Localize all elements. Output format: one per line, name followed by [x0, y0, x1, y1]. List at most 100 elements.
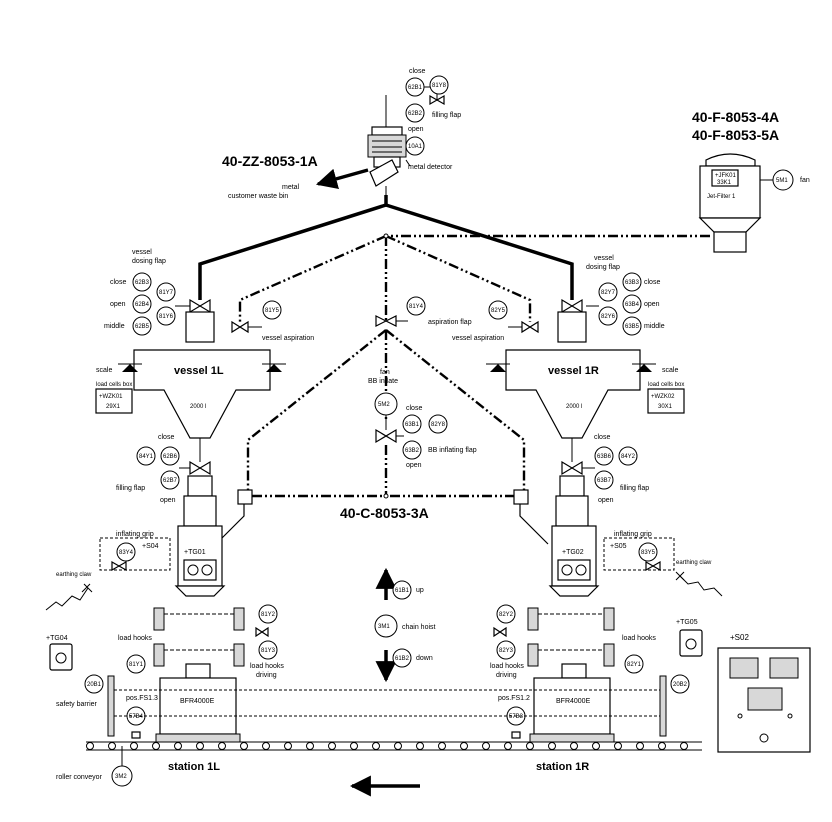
tag-29x1: 29X1 [106, 404, 121, 410]
label-load-hooks-left: load hooks [118, 635, 152, 642]
tag-33k1: 33K1 [717, 180, 732, 186]
roller [328, 742, 336, 750]
tag-63b3: 63B3 [625, 280, 640, 286]
tag-57b3: 57B3 [509, 714, 524, 720]
label-vessel-1r: vessel 1R [548, 365, 599, 377]
label-aspiration-left: vessel aspiration [262, 335, 314, 342]
tag-62b6: 62B6 [163, 454, 178, 460]
title-filter-a: 40-F-8053-4A [692, 109, 779, 125]
tag-jfk01: +JFK01 [715, 173, 737, 179]
roller [152, 742, 160, 750]
label-open-top: open [408, 126, 424, 133]
label-driving-right-2: driving [496, 672, 517, 679]
tag-81y3: 81Y3 [261, 648, 276, 654]
label-volume-left: 2000 l [190, 404, 206, 410]
roller [438, 742, 446, 750]
label-vessel-left: vessel [132, 249, 152, 256]
left-scale-right-icon [266, 364, 282, 372]
roller [86, 742, 94, 750]
label-bb-inflate: BB inflate [368, 378, 398, 385]
roller [570, 742, 578, 750]
top-filling-flap: close 62B1 81Y8 62B2 filling flap open [385, 68, 461, 133]
tag-83y5: 83Y5 [641, 550, 656, 556]
tag-62b2: 62B2 [408, 111, 423, 117]
tag-61b2: 61B2 [395, 656, 410, 662]
roller [306, 742, 314, 750]
label-vessel-right: vessel [594, 255, 614, 262]
main-product-lines [198, 195, 574, 300]
tag-82y8: 82Y8 [431, 422, 446, 428]
tag-20b2: 20B2 [673, 682, 688, 688]
roller [614, 742, 622, 750]
label-driving-right-1: load hooks [490, 663, 524, 670]
tag-wzk01: +WZK01 [99, 394, 123, 400]
roller [218, 742, 226, 750]
label-earthing-right: earthing claw [676, 560, 712, 566]
title-filter-b: 40-F-8053-5A [692, 127, 779, 143]
label-fill-close-right: close [594, 434, 610, 441]
title-detector: 40-ZZ-8053-1A [222, 153, 318, 169]
tag-tg02: +TG02 [562, 549, 584, 556]
right-fill-valve-icon [561, 460, 583, 476]
label-pos-left: pos.FS1.3 [126, 695, 158, 702]
label-close-left: close [110, 279, 126, 286]
tag-s02: +S02 [730, 633, 749, 642]
tag-62b4: 62B4 [135, 302, 150, 308]
roller [636, 742, 644, 750]
rollers [86, 742, 688, 750]
label-fill-open-left: open [160, 497, 176, 504]
tag-84y2: 84Y2 [621, 454, 636, 460]
tag-83y4: 83Y4 [119, 550, 134, 556]
tag-5m1: 5M1 [776, 178, 788, 184]
label-aspiration-flap: aspiration flap [428, 319, 472, 326]
tag-81y5: 81Y5 [265, 308, 280, 314]
roller [262, 742, 270, 750]
roller [504, 742, 512, 750]
tag-63b5: 63B5 [625, 324, 640, 330]
roller [482, 742, 490, 750]
tag-63b1: 63B1 [405, 422, 420, 428]
bb-inflating-valve-icon [375, 428, 397, 444]
label-earthing-left: earthing claw [56, 572, 92, 578]
tag-20b1: 20B1 [87, 682, 102, 688]
tag-62b3: 62B3 [135, 280, 150, 286]
tag-81y7: 81Y7 [159, 290, 174, 296]
label-close-center: close [406, 405, 422, 412]
label-up: up [416, 587, 424, 594]
tag-82y3: 82Y3 [499, 648, 514, 654]
tag-s05: +S05 [610, 543, 627, 550]
label-bfr-right: BFR4000E [556, 698, 591, 705]
aspiration-flap-valve-icon [375, 315, 397, 327]
label-fan-center: fan [380, 369, 390, 376]
label-close-top: close [409, 68, 425, 75]
label-open-center: open [406, 462, 422, 469]
label-bfr-left: BFR4000E [180, 698, 215, 705]
label-waste-1: metal [282, 184, 300, 191]
aspiration-lines [238, 233, 710, 499]
label-inflating-right: inflating grip [614, 531, 652, 538]
label-volume-right: 2000 l [566, 404, 582, 410]
tag-84y1: 84Y1 [139, 454, 154, 460]
left-fill-valve-icon [189, 460, 211, 476]
tag-5m2: 5M2 [378, 402, 390, 408]
label-waste-2: customer waste bin [228, 193, 288, 200]
roller [196, 742, 204, 750]
roller [658, 742, 666, 750]
tag-81y4: 81Y4 [409, 304, 424, 310]
label-metal-detector: metal detector [408, 164, 453, 171]
roller [416, 742, 424, 750]
label-scale-left: scale [96, 367, 112, 374]
tag-62b1: 62B1 [408, 85, 423, 91]
tag-61b1: 61B1 [395, 588, 410, 594]
label-filling-flap-left: filling flap [116, 485, 145, 492]
roller [350, 742, 358, 750]
roller [174, 742, 182, 750]
label-filling-flap-top: filling flap [432, 112, 461, 119]
tag-10a1: 10A1 [408, 144, 423, 150]
right-vessel-group: 82Y5 vessel aspiration vessel dosing fla… [452, 255, 811, 773]
right-scale-left-icon [490, 364, 506, 372]
roller [108, 742, 116, 750]
roller [130, 742, 138, 750]
conveyor [86, 689, 702, 797]
